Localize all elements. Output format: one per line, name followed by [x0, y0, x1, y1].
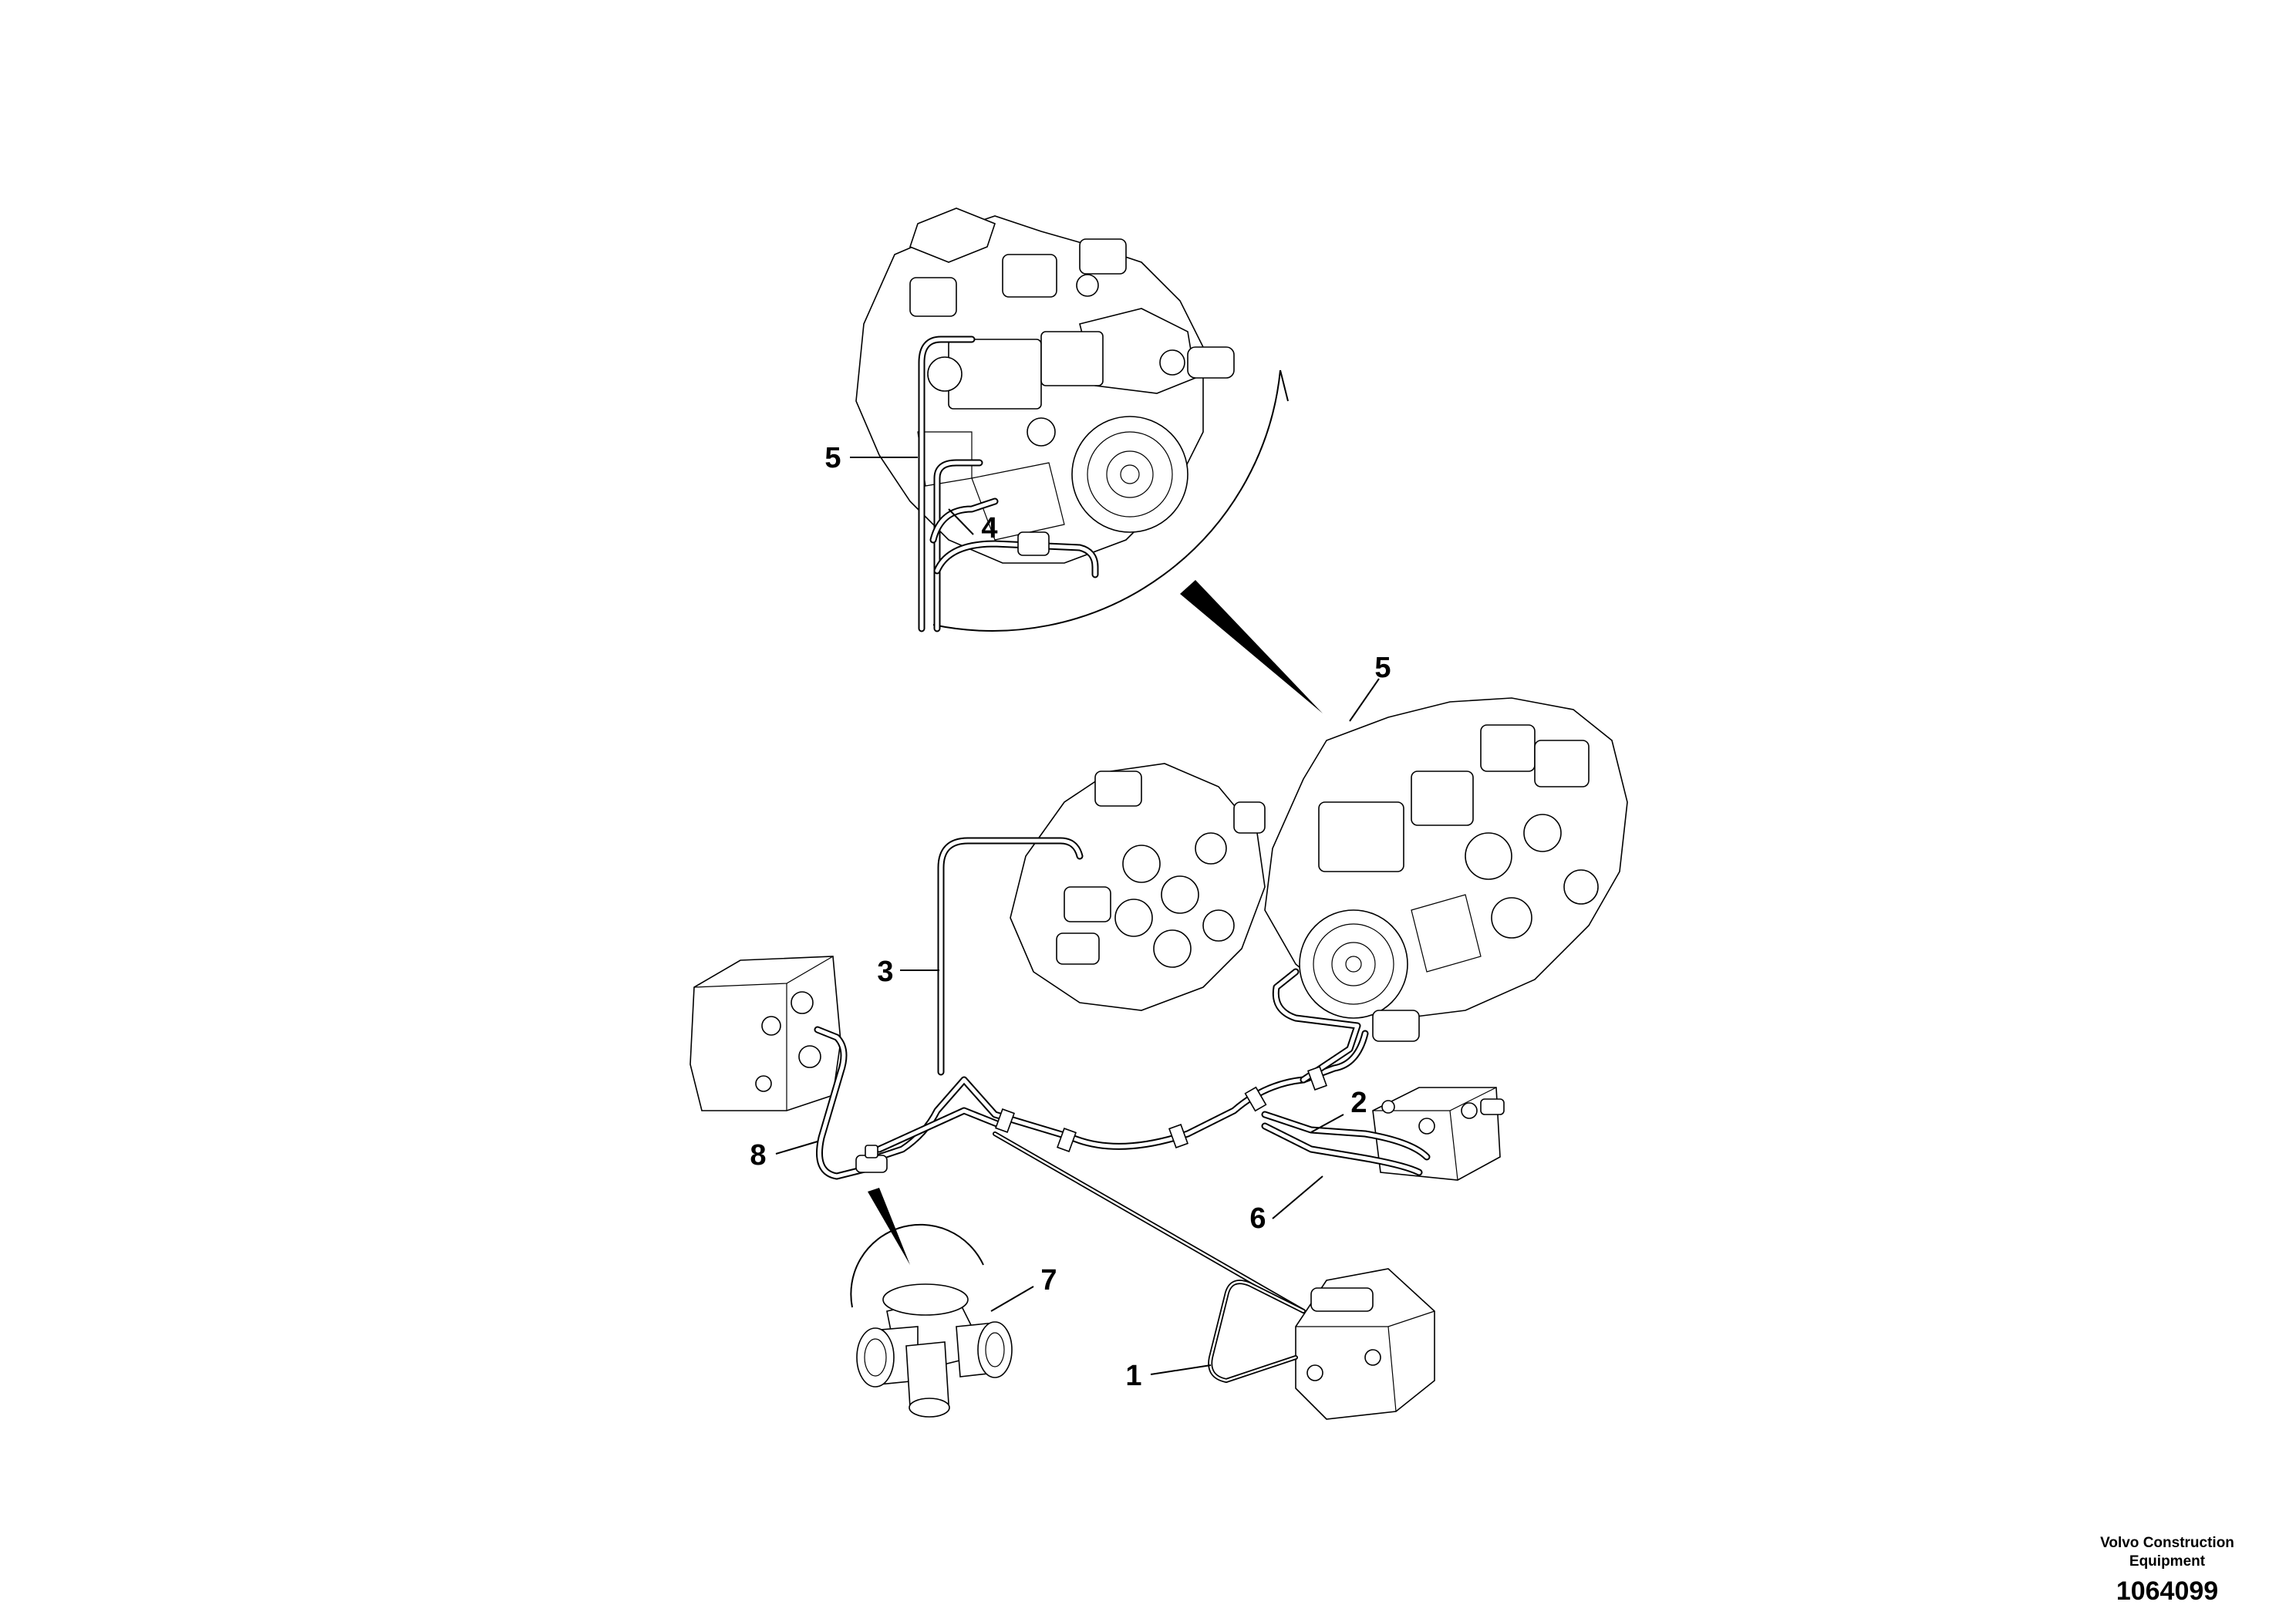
tee-pointer-arrow — [868, 1188, 910, 1265]
detail-pointer-arrow — [1180, 580, 1323, 713]
main-hose-harness — [864, 968, 1369, 1165]
callout-5-main: 5 — [1374, 652, 1391, 684]
leader-1 — [1150, 1364, 1212, 1375]
right-valve-block — [1372, 1087, 1505, 1181]
hose-3 — [937, 837, 1084, 1076]
leader-6 — [1272, 1175, 1323, 1219]
callout-1: 1 — [1125, 1360, 1141, 1392]
detail-pump-body — [855, 207, 1235, 564]
callout-7: 7 — [1040, 1264, 1057, 1297]
pedal-block — [1295, 1268, 1435, 1420]
detail-view-pump — [855, 207, 1289, 632]
callout-6: 6 — [1249, 1202, 1266, 1235]
callout-4: 4 — [981, 512, 997, 545]
detail-7-arc — [850, 1223, 984, 1308]
control-valve — [1010, 763, 1266, 1011]
brand-line-1: Volvo Construction — [2100, 1535, 2234, 1551]
callout-3: 3 — [877, 956, 893, 988]
main-pump — [1264, 697, 1628, 1042]
callout-8: 8 — [750, 1139, 766, 1172]
brand-line-2: Equipment — [2129, 1553, 2206, 1570]
leader-2 — [1310, 1114, 1344, 1133]
leader-8 — [775, 1141, 818, 1155]
pipe-1 — [993, 1131, 1306, 1384]
leader-7 — [990, 1286, 1034, 1312]
leader-4 — [948, 508, 974, 535]
leader-5b — [1349, 678, 1380, 722]
callout-5-detail: 5 — [824, 442, 841, 474]
detail-tee-fitting — [850, 1223, 1013, 1418]
tee-fitting-small — [855, 1145, 888, 1173]
figure-number: 1064099 — [2116, 1576, 2218, 1606]
callout-2: 2 — [1350, 1087, 1367, 1119]
hose-8 — [814, 1026, 872, 1180]
hose-2-and-6 — [1261, 1111, 1431, 1176]
detail-circle-arc — [932, 369, 1281, 632]
